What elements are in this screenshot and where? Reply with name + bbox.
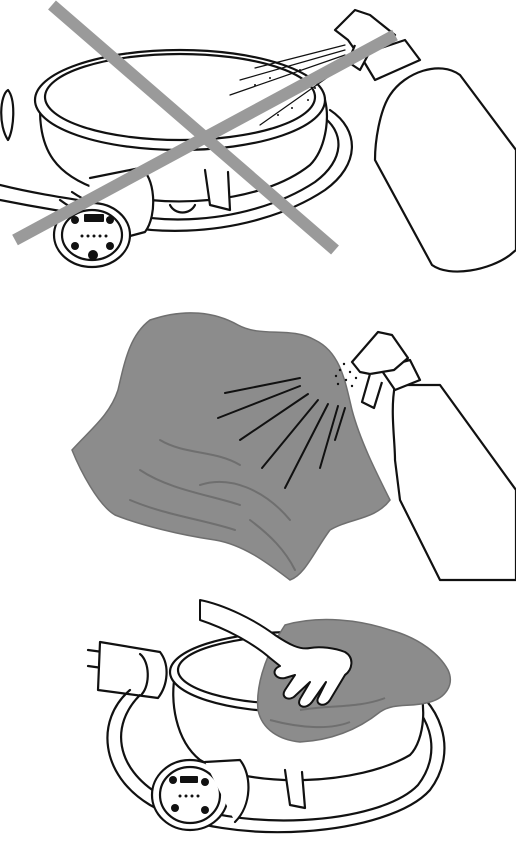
griddle-side-handle (1, 90, 13, 140)
panel-3-drawing (0, 590, 516, 847)
plug-connector (98, 642, 167, 698)
spray-bottle (352, 332, 516, 580)
bottle-body (393, 385, 516, 580)
trigger (362, 374, 382, 408)
panel-wipe-griddle (0, 590, 516, 847)
bottle-body (375, 68, 516, 271)
cleaning-cloth (72, 313, 390, 580)
panel-2-drawing (0, 290, 516, 590)
panel-1-drawing (0, 0, 516, 290)
panel-do-not-spray-griddle (0, 0, 516, 290)
panel-spray-onto-cloth (0, 290, 516, 590)
